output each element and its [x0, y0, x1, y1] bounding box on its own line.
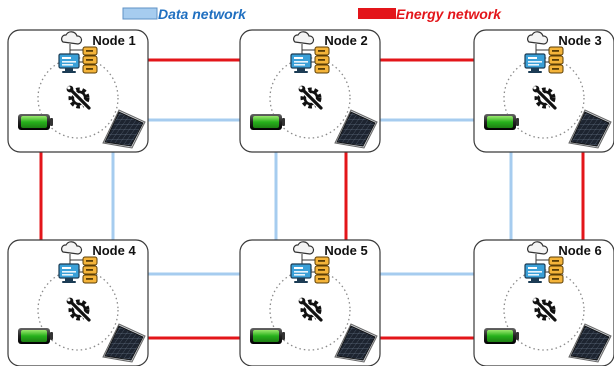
- cycle-dotted-ring: [37, 269, 119, 351]
- node-label: Node 4: [92, 243, 136, 258]
- battery-icon: [18, 114, 53, 130]
- legend-energy-swatch: [358, 8, 396, 19]
- node-label: Node 2: [324, 33, 367, 48]
- cycle-dotted-ring: [269, 57, 351, 139]
- node-label: Node 1: [92, 33, 135, 48]
- cycle-dotted-ring: [503, 57, 585, 139]
- node-6: Node 6: [473, 239, 614, 366]
- node-4: Node 4: [7, 239, 149, 366]
- node-label: Node 3: [558, 33, 601, 48]
- node-5: Node 5: [239, 239, 381, 366]
- network-links: [39, 58, 585, 340]
- node-label: Node 6: [558, 243, 601, 258]
- battery-icon: [484, 328, 519, 344]
- legend-data-label: Data network: [158, 6, 247, 22]
- legend-energy-label: Energy network: [396, 6, 502, 22]
- node-2: Node 2: [239, 29, 381, 153]
- node-1: Node 1: [7, 29, 149, 153]
- battery-icon: [250, 328, 285, 344]
- cycle-dotted-ring: [269, 269, 351, 351]
- cycle-dotted-ring: [503, 269, 585, 351]
- battery-icon: [484, 114, 519, 130]
- legend-data-swatch: [122, 7, 158, 20]
- nodes: Node 1 Node 2 Node 3 Node 4 Node 5 Node 6: [7, 29, 614, 366]
- cycle-dotted-ring: [37, 57, 119, 139]
- battery-icon: [18, 328, 53, 344]
- battery-icon: [250, 114, 285, 130]
- node-3: Node 3: [473, 29, 614, 153]
- legend: Data network Energy network: [122, 6, 502, 22]
- node-label: Node 5: [324, 243, 367, 258]
